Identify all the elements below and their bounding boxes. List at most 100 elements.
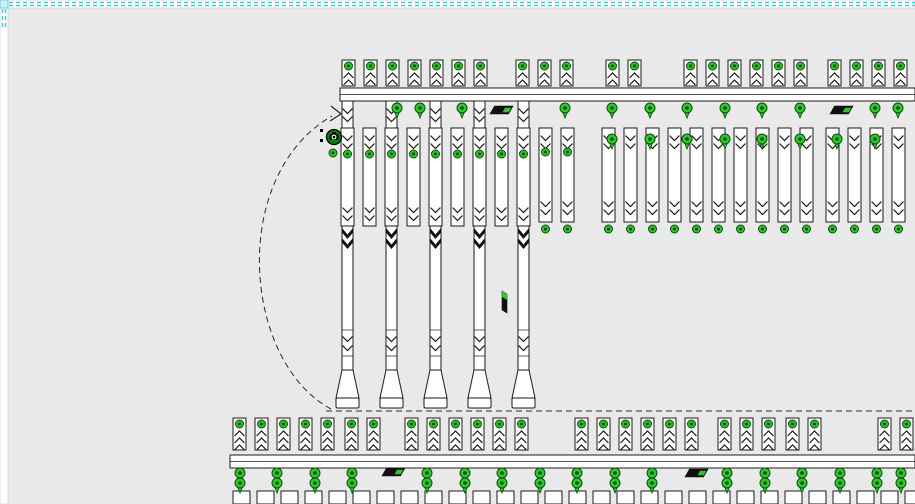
- conveyor-module[interactable]: [727, 59, 742, 87]
- segment-strip-cell[interactable]: [880, 490, 899, 504]
- location-pin-icon[interactable]: [794, 102, 806, 120]
- flag-marker[interactable]: [489, 105, 514, 115]
- location-pin-icon[interactable]: [895, 477, 907, 495]
- location-pin-icon[interactable]: [756, 133, 768, 151]
- conveyor-module[interactable]: [232, 417, 247, 451]
- segment-strip-cell[interactable]: [784, 490, 803, 504]
- conveyor-module[interactable]: [717, 417, 732, 451]
- segment-strip-cell[interactable]: [904, 490, 915, 504]
- segment-strip-cell[interactable]: [568, 490, 587, 504]
- location-pin-icon[interactable]: [459, 477, 471, 495]
- segment-strip-cell[interactable]: [424, 490, 443, 504]
- conveyor-module[interactable]: [627, 59, 642, 87]
- location-pin-icon[interactable]: [644, 102, 656, 120]
- conveyor-module[interactable]: [362, 127, 377, 227]
- conveyor-module[interactable]: [428, 127, 443, 227]
- conveyor-module[interactable]: [605, 59, 620, 87]
- flag-marker[interactable]: [829, 105, 854, 115]
- location-pin-icon[interactable]: [871, 477, 883, 495]
- vertical-flag-marker[interactable]: [501, 290, 508, 314]
- conveyor-module[interactable]: [733, 127, 748, 234]
- segment-strip-cell[interactable]: [520, 490, 539, 504]
- conveyor-module[interactable]: [254, 417, 269, 451]
- conveyor-module[interactable]: [320, 417, 335, 451]
- location-pin-icon[interactable]: [719, 133, 731, 151]
- location-pin-icon[interactable]: [271, 477, 283, 495]
- conveyor-module[interactable]: [407, 59, 422, 87]
- segment-strip-cell[interactable]: [640, 490, 659, 504]
- segment-strip-cell[interactable]: [688, 490, 707, 504]
- location-pin-icon[interactable]: [456, 102, 468, 120]
- location-pin-icon[interactable]: [459, 467, 471, 485]
- conveyor-module[interactable]: [689, 127, 704, 234]
- conveyor-module[interactable]: [514, 417, 529, 451]
- location-pin-icon[interactable]: [681, 102, 693, 120]
- conveyor-module[interactable]: [618, 417, 633, 451]
- conveyor-module[interactable]: [384, 127, 399, 227]
- conveyor-module[interactable]: [662, 417, 677, 451]
- vertical-ruler[interactable]: [0, 7, 9, 504]
- conveyor-module[interactable]: [276, 417, 291, 451]
- location-pin-icon[interactable]: [869, 102, 881, 120]
- flag-marker[interactable]: [381, 467, 406, 477]
- location-pin-icon[interactable]: [646, 477, 658, 495]
- location-pin-icon[interactable]: [796, 477, 808, 495]
- conveyor-module[interactable]: [771, 59, 786, 87]
- segment-strip-cell[interactable]: [400, 490, 419, 504]
- location-pin-icon[interactable]: [869, 133, 881, 151]
- conveyor-module[interactable]: [825, 127, 840, 234]
- segment-strip-cell[interactable]: [376, 490, 395, 504]
- conveyor-module[interactable]: [785, 417, 800, 451]
- segment-strip-cell[interactable]: [616, 490, 635, 504]
- location-pin-icon[interactable]: [606, 102, 618, 120]
- conveyor-module[interactable]: [596, 417, 611, 451]
- conveyor-module[interactable]: [448, 417, 463, 451]
- conveyor-module[interactable]: [451, 59, 466, 87]
- conveyor-module[interactable]: [711, 127, 726, 234]
- segment-strip-cell[interactable]: [448, 490, 467, 504]
- conveyor-module[interactable]: [869, 127, 884, 234]
- location-pin-icon[interactable]: [892, 102, 904, 120]
- conveyor-bar[interactable]: [229, 454, 915, 469]
- rail-column[interactable]: [511, 100, 536, 409]
- location-pin-icon[interactable]: [271, 467, 283, 485]
- conveyor-module[interactable]: [849, 59, 864, 87]
- conveyor-module[interactable]: [515, 59, 530, 87]
- conveyor-module[interactable]: [683, 59, 698, 87]
- segment-strip-cell[interactable]: [472, 490, 491, 504]
- location-pin-icon[interactable]: [571, 477, 583, 495]
- location-pin-icon[interactable]: [721, 477, 733, 495]
- conveyor-module[interactable]: [344, 417, 359, 451]
- conveyor-module[interactable]: [450, 127, 465, 227]
- location-pin-icon[interactable]: [309, 477, 321, 495]
- segment-strip-cell[interactable]: [832, 490, 851, 504]
- segment-strip-cell[interactable]: [280, 490, 299, 504]
- segment-strip-cell[interactable]: [712, 490, 731, 504]
- horizontal-ruler[interactable]: [0, 0, 915, 9]
- segment-strip-cell[interactable]: [304, 490, 323, 504]
- conveyor-module[interactable]: [893, 59, 908, 87]
- location-pin-icon[interactable]: [421, 477, 433, 495]
- segment-strip-cell[interactable]: [328, 490, 347, 504]
- location-pin-icon[interactable]: [609, 477, 621, 495]
- conveyor-module[interactable]: [429, 59, 444, 87]
- camera-icon[interactable]: [325, 128, 343, 146]
- conveyor-module[interactable]: [538, 127, 553, 234]
- location-pin-icon[interactable]: [391, 102, 403, 120]
- segment-strip-cell[interactable]: [352, 490, 371, 504]
- conveyor-module[interactable]: [749, 59, 764, 87]
- conveyor-module[interactable]: [847, 127, 862, 234]
- conveyor-module[interactable]: [799, 127, 814, 234]
- segment-strip-cell[interactable]: [808, 490, 827, 504]
- location-pin-icon[interactable]: [681, 133, 693, 151]
- location-pin-icon[interactable]: [759, 477, 771, 495]
- conveyor-module[interactable]: [807, 417, 822, 451]
- segment-strip-cell[interactable]: [232, 490, 251, 504]
- conveyor-module[interactable]: [623, 127, 638, 234]
- conveyor-module[interactable]: [871, 59, 886, 87]
- conveyor-module[interactable]: [777, 127, 792, 234]
- location-pin-icon[interactable]: [234, 477, 246, 495]
- conveyor-module[interactable]: [537, 59, 552, 87]
- conveyor-module[interactable]: [516, 127, 531, 227]
- conveyor-module[interactable]: [473, 59, 488, 87]
